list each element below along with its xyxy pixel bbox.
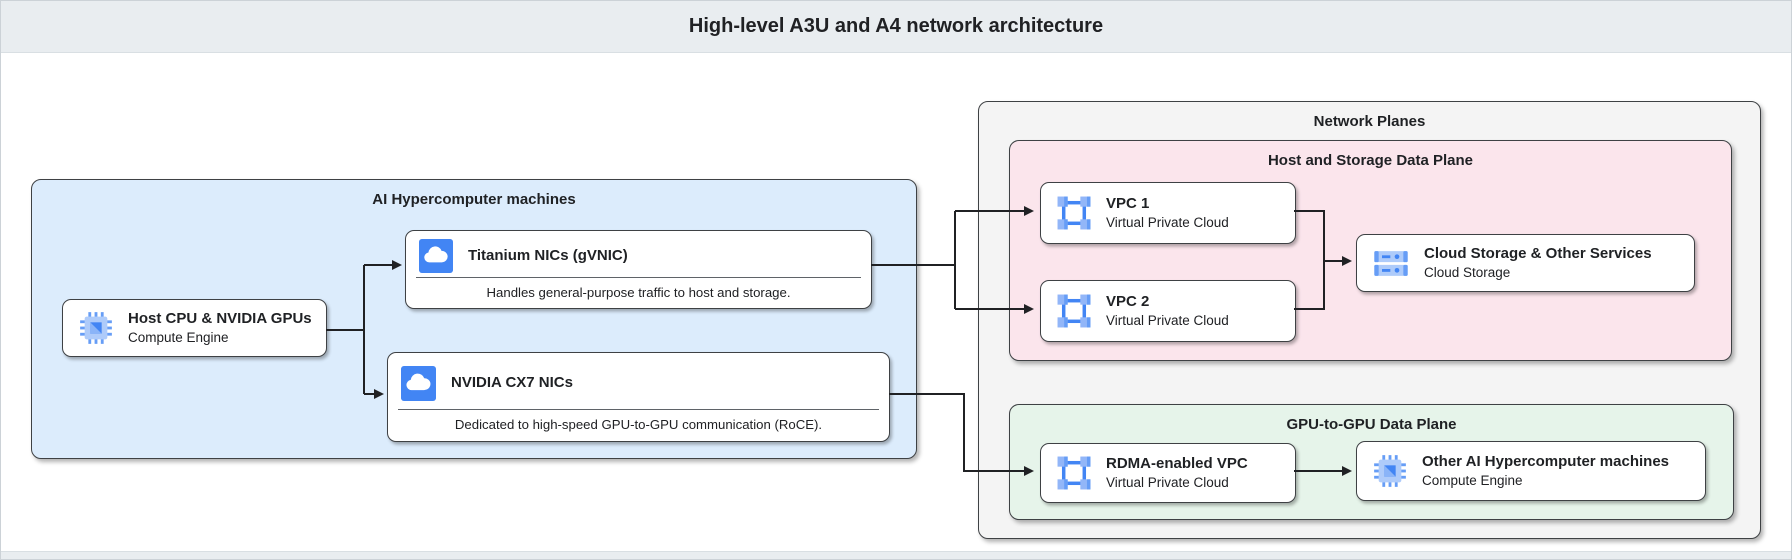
host-storage-plane-title: Host and Storage Data Plane [1267,152,1474,169]
node-title: Host CPU & NVIDIA GPUs [128,309,312,327]
node-subtitle: Compute Engine [1422,473,1523,489]
vpc-icon [1055,194,1093,232]
network-planes-group: Network Planes Host and Storage Data Pla… [978,101,1761,539]
node-description: Handles general-purpose traffic to host … [486,285,791,300]
nvidia-cx7-nics-node: NVIDIA CX7 NICs Dedicated to high-speed … [387,352,890,442]
rdma-vpc-node: RDMA-enabled VPC Virtual Private Cloud [1040,443,1296,503]
host-cpu-gpu-node: Host CPU & NVIDIA GPUs Compute Engine [62,299,327,357]
gpu-plane-title: GPU-to-GPU Data Plane [1286,416,1457,433]
node-title: Titanium NICs (gVNIC) [468,246,628,264]
node-subtitle: Virtual Private Cloud [1106,475,1229,491]
node-title: NVIDIA CX7 NICs [451,373,573,391]
node-title: Other AI Hypercomputer machines [1422,452,1670,470]
node-description: Dedicated to high-speed GPU-to-GPU commu… [454,417,823,432]
node-subtitle: Virtual Private Cloud [1106,215,1229,231]
vpc-icon [1055,292,1093,330]
page-title: High-level A3U and A4 network architectu… [688,15,1104,37]
divider [416,277,861,278]
node-subtitle: Cloud Storage [1424,265,1511,281]
title-bar: High-level A3U and A4 network architectu… [1,1,1791,53]
node-title: Cloud Storage & Other Services [1424,244,1652,262]
other-machines-node: Other AI Hypercomputer machines Compute … [1356,441,1706,501]
compute-engine-icon [1371,454,1409,488]
vpc2-node: VPC 2 Virtual Private Cloud [1040,280,1296,342]
titanium-nics-node: Titanium NICs (gVNIC) Handles general-pu… [405,230,872,309]
host-storage-plane: Host and Storage Data Plane [1009,140,1732,361]
cloud-icon [419,239,453,273]
cloud-storage-icon [1371,245,1411,282]
gpu-plane: GPU-to-GPU Data Plane [1009,404,1734,520]
node-subtitle: Virtual Private Cloud [1106,313,1229,329]
machines-group: AI Hypercomputer machines Host CPU & NVI [31,179,917,459]
cloud-icon [401,365,436,401]
network-planes-title: Network Planes [1313,113,1426,130]
node-subtitle: Compute Engine [128,330,229,346]
divider [398,409,879,410]
vpc1-node: VPC 1 Virtual Private Cloud [1040,182,1296,244]
vpc-icon [1055,454,1093,492]
node-title: VPC 1 [1106,194,1150,212]
footer-strip [1,551,1791,559]
machines-group-title: AI Hypercomputer machines [372,191,576,208]
node-title: RDMA-enabled VPC [1106,454,1248,472]
compute-engine-icon [77,311,115,345]
cloud-storage-node: Cloud Storage & Other Services Cloud Sto… [1356,234,1695,292]
node-title: VPC 2 [1106,292,1150,310]
